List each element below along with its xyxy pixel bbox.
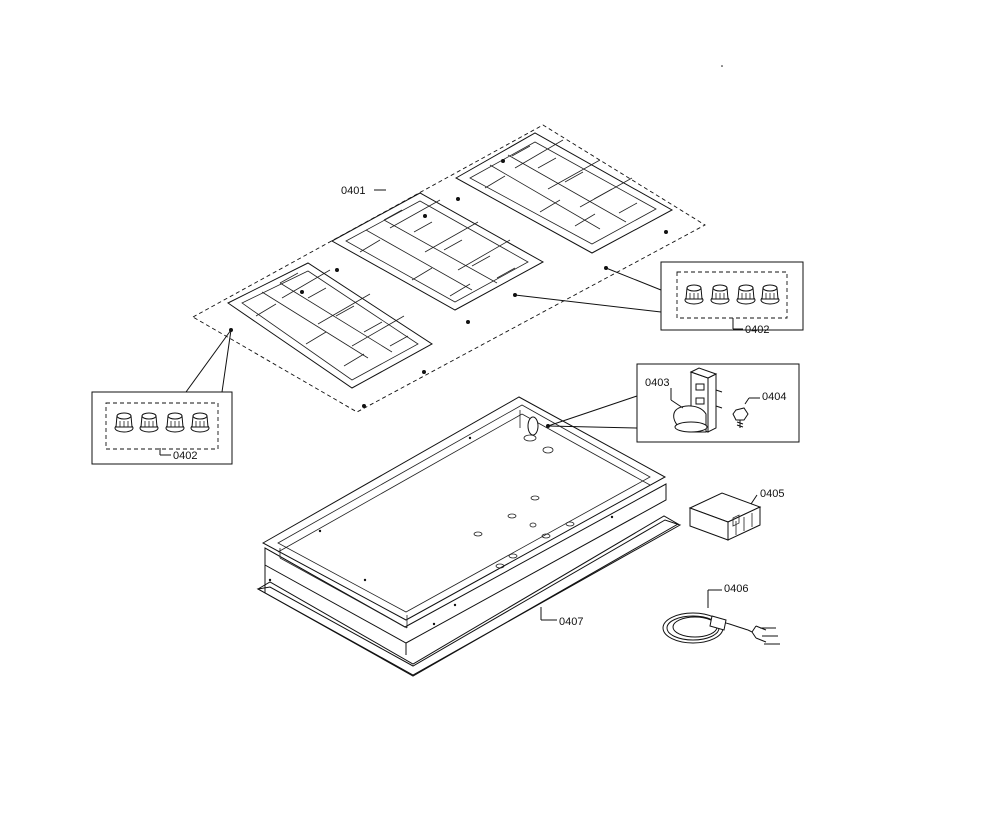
cooktop-body: 0407 [256,396,682,677]
cap-row-right [684,284,780,305]
label-0401: 0401 [341,185,365,197]
label-0403: 0403 [645,377,669,389]
label-0406: 0406 [724,583,748,595]
label-0402-left: 0402 [173,450,197,462]
burner-caps-left: 0402 [91,329,233,465]
burner-caps-right: 0402 [514,261,804,336]
label-0407: 0407 [559,616,583,628]
grate-middle [330,192,545,311]
label-0404: 0404 [762,391,786,403]
igniter-callout: 0403 0404 [546,363,800,443]
spark-module: 0405 [688,488,784,541]
label-0405: 0405 [760,488,784,500]
power-cord: 0406 [662,583,780,645]
grate-left [227,262,433,389]
cap-row-left [114,412,210,433]
screw-part [732,407,749,428]
label-0402-right: 0402 [745,324,769,336]
grates-assembly: 0401 [192,124,706,413]
igniter-part [673,367,723,433]
grate-right [454,132,674,254]
